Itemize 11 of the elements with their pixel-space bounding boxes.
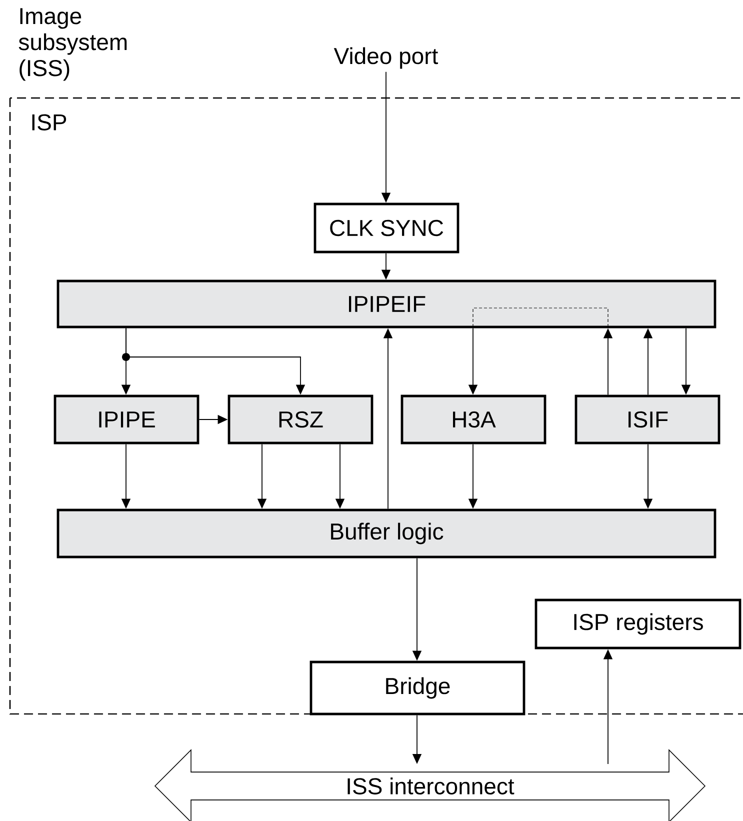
module-box: ISP registers (534, 598, 742, 650)
port-label: Video port (334, 47, 438, 69)
module-box: Bridge (310, 660, 526, 716)
caption-label: Image subsystem (ISS) (18, 8, 127, 81)
module-bar: IPIPEIF (56, 280, 716, 328)
module-box: ISIF (574, 394, 720, 444)
module-box: CLK SYNC (314, 202, 460, 254)
module-box: H3A (400, 394, 546, 444)
module-box: RSZ (228, 394, 374, 444)
module-box: IPIPE (54, 394, 200, 444)
module-bar: Buffer logic (56, 508, 716, 558)
